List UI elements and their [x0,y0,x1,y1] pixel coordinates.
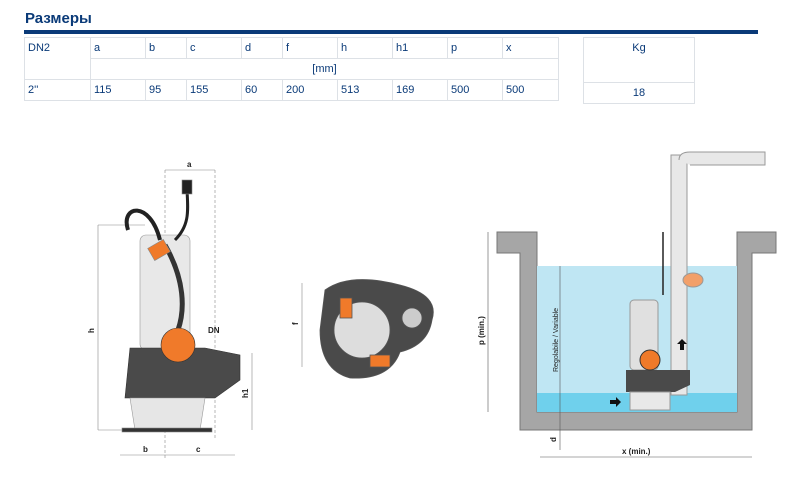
label-d: d [549,437,558,442]
dimensions-table: DN2 a b c d f h h1 p x [mm] 2'' 115 95 1… [24,37,559,101]
header-cell: DN2 [24,37,91,80]
pump-side-view [97,169,253,460]
value-cell: 500 [502,79,559,101]
pump-top-view [301,279,434,379]
label-dn: DN [208,326,220,335]
value-cell: 500 [447,79,503,101]
label-p: p (min.) [477,316,486,345]
value-cell: 200 [282,79,338,101]
installation-view [487,151,777,458]
label-x: x (min.) [622,447,651,456]
weight-header: Kg [583,37,695,83]
label-h: h [87,328,96,333]
value-cell: 115 [90,79,146,101]
label-b: b [143,445,148,454]
label-h1: h1 [241,388,250,398]
label-c: c [196,445,201,454]
weight-value: 18 [583,82,695,104]
value-cell: 169 [392,79,448,101]
section-title: Размеры [25,10,92,27]
weight-table: Kg 18 [583,37,695,104]
label-variable: Regolabile / Variable [553,308,560,372]
title-divider [24,30,758,34]
label-a: a [187,160,192,169]
value-cell: 155 [186,79,242,101]
label-f: f [291,322,300,325]
value-cell: 95 [145,79,187,101]
